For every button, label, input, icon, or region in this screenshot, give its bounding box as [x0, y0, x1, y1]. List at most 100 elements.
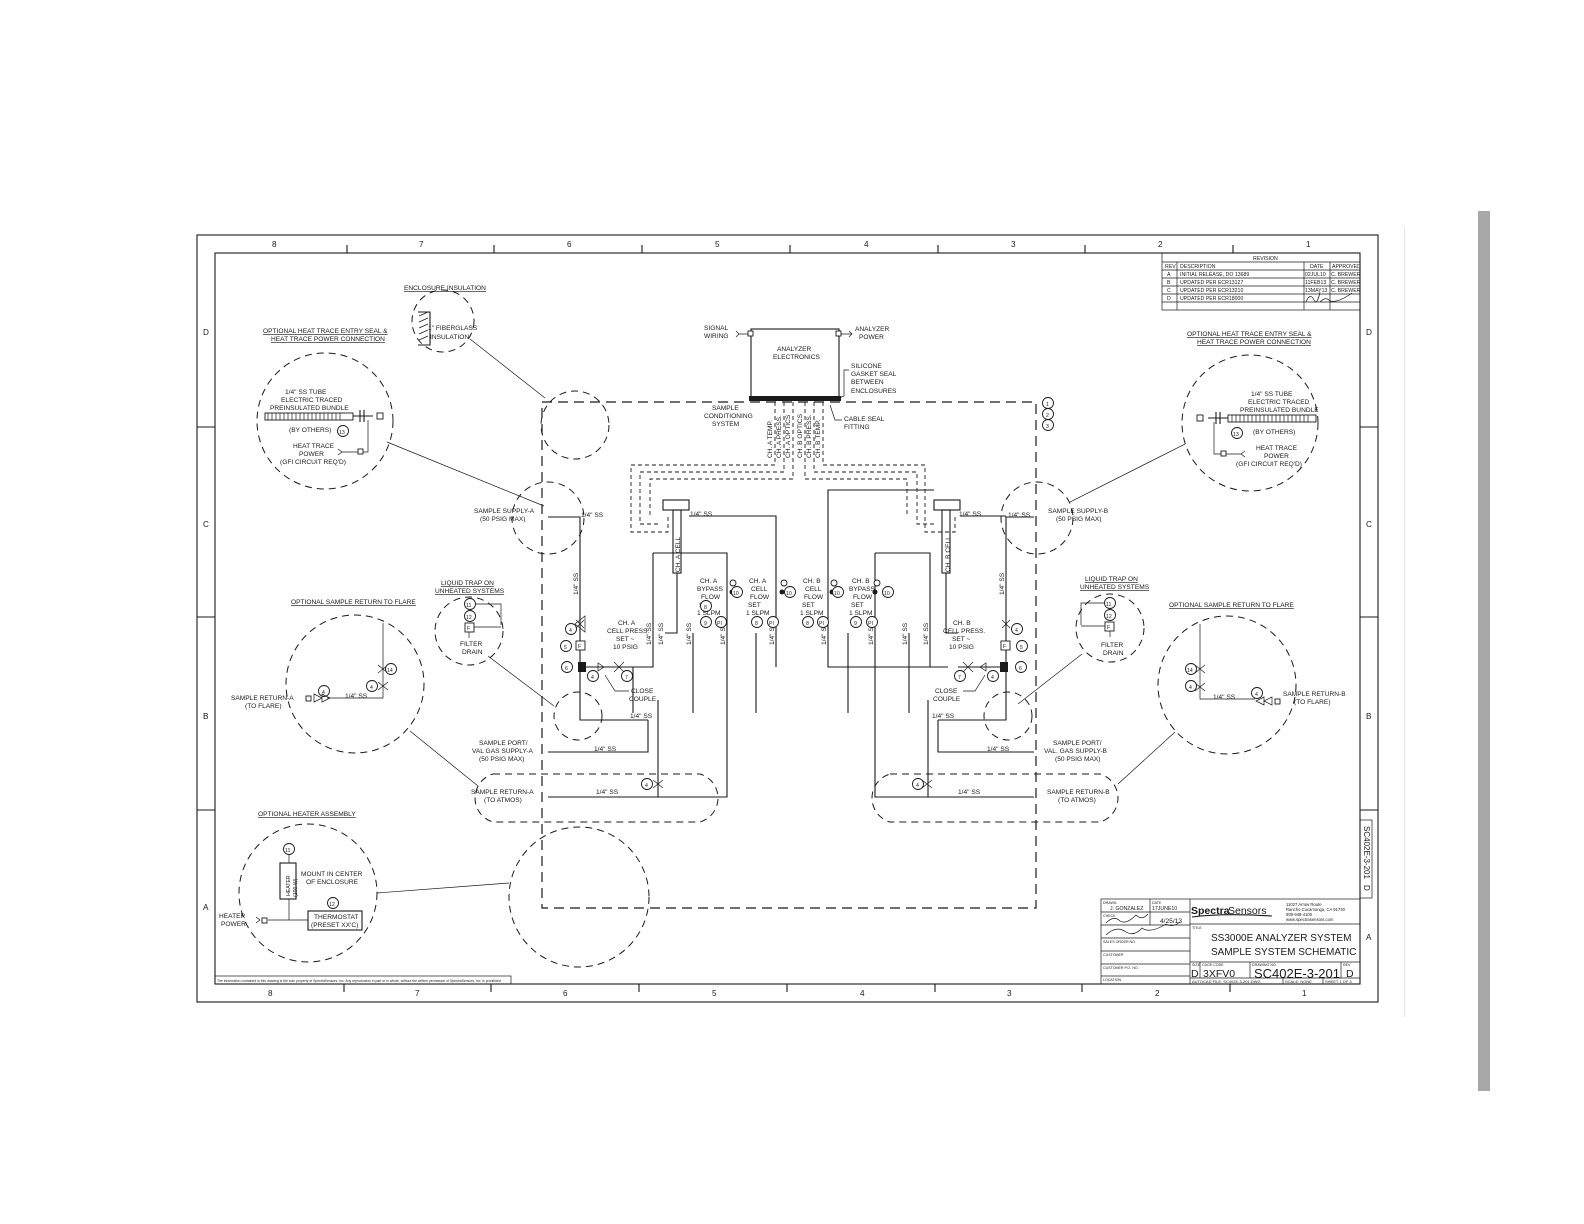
ch-b-cell-head [933, 499, 961, 511]
sales-order-label: SALES ORDER NO. [1103, 940, 1136, 944]
ch-a-cell-flow-set: SET [748, 602, 761, 609]
balloon-a-8: 8 [704, 605, 707, 611]
supply-a-label-2: (50 PSIG MAX) [480, 516, 525, 523]
balloon-a-9: 9 [704, 621, 707, 627]
port-a-label-3: (50 PSIG MAX) [479, 756, 524, 763]
company-name-1: Spectra [1191, 905, 1230, 917]
scs-label-1: SAMPLE [712, 405, 739, 412]
signal-wiring-label-2: WIRING [704, 333, 729, 340]
mount-label-1: MOUNT IN CENTER [301, 871, 363, 878]
flare-b-title: OPTIONAL SAMPLE RETURN TO FLARE [1169, 602, 1294, 609]
liquid-trap-a-title-2: UNHEATED SYSTEMS [435, 588, 505, 595]
return-a-label-2: (TO ATMOS) [484, 797, 522, 804]
column-markers-top: 8 7 6 5 4 3 2 1 [272, 240, 1311, 253]
address-line-2: Rancho Cucamonga, CA 91730 [1286, 907, 1346, 912]
balloon-a-10: 10 [733, 591, 739, 597]
trap-b-drain: DRAIN [1103, 650, 1124, 657]
balloon-3: 3 [1046, 424, 1049, 430]
column-markers-bottom: 8 7 6 5 4 3 2 1 [268, 984, 1307, 998]
flare-a-label-2: (TO FLARE) [245, 703, 282, 710]
supply-b-vertical-ss: 1/4" SS [999, 572, 1006, 595]
balloon-4b-flare-a: 4 [322, 690, 325, 696]
analyzer-electronics-box [750, 328, 840, 398]
drawing-no-value: SC402E-3-201 [1254, 966, 1340, 981]
port-a-label-2: VAL GAS SUPPLY-A [472, 748, 533, 755]
heat-trace-left-detail [256, 352, 394, 490]
signal-wiring-label-1: SIGNAL [704, 325, 729, 332]
col-8-top: 8 [272, 240, 277, 249]
revision-title: REVISION [1253, 256, 1278, 262]
balloon-12-trap-b: 12 [1106, 614, 1112, 620]
ch-a-cell-label: CH. A CELL [675, 536, 682, 572]
revision-block: REVISION REV DESCRIPTION DATE APPROVED A… [1161, 252, 1361, 311]
heat-trace-right-title-2: HEAT TRACE POWER CONNECTION [1197, 339, 1311, 346]
checker-signature [1105, 913, 1181, 936]
col-1-top: 1 [1306, 240, 1311, 249]
liquid-trap-a-title-1: LIQUID TRAP ON [441, 580, 494, 587]
balloon-4b-flare-b: 4 [1255, 692, 1258, 698]
scrollbar[interactable] [1478, 211, 1490, 1091]
ch-b-cell-label: CH. B CELL [945, 536, 952, 572]
by-others-right: (BY OTHERS) [1253, 429, 1295, 436]
main-enclosure [541, 401, 1037, 909]
row-d-right: D [1366, 328, 1372, 337]
heat-trace-right-detail [1181, 354, 1319, 492]
ch-b-press-label: CELL PRESS. [943, 628, 985, 635]
rev-c-by: C. BREWER [1331, 288, 1361, 294]
ch-b-couple: COUPLE [933, 696, 961, 703]
trap-a-f: F [467, 626, 470, 632]
col-2-bottom: 2 [1155, 989, 1160, 998]
balloon-4-flare-b: 4 [1189, 685, 1192, 691]
row-d-left: D [203, 328, 209, 337]
ch-a-couple: COUPLE [629, 696, 657, 703]
balloon-12-trap-a: 12 [466, 615, 472, 621]
ch-b-bottom-ss: 1/4" SS [932, 713, 955, 720]
heat-trace-right-title-1: OPTIONAL HEAT TRACE ENTRY SEAL & [1187, 331, 1312, 338]
ch-b-bypass-flow: FLOW [853, 594, 873, 601]
company-name-2: Sensors [1228, 905, 1267, 917]
drawing-title-2: SAMPLE SYSTEM SCHEMATIC [1211, 947, 1356, 958]
flare-b-label-1: SAMPLE RETURN-B [1283, 691, 1346, 698]
date-label: DATE [1152, 901, 1162, 905]
balloon-1: 1 [1046, 402, 1049, 408]
detail-circle-insulation [540, 390, 610, 460]
ch-b-close: CLOSE [935, 688, 958, 695]
revision-signature [1305, 291, 1353, 303]
ch-a-press-title: CH. A [618, 620, 636, 627]
ch-b-bypass-label: BYPASS [849, 586, 876, 593]
wire-ch-a-optics: CH. A OPTICS [785, 414, 792, 458]
ss-a2: 1/4" SS [686, 622, 693, 645]
rev-c: C [1167, 288, 1171, 294]
trap-b-f: F [1107, 625, 1110, 631]
supply-b-label-2: (50 PSIG MAX) [1056, 516, 1101, 523]
silicone-label-4: ENCLOSURES [851, 388, 897, 395]
col-4-top: 4 [864, 240, 869, 249]
wire-ch-b-temp: CH. B TEMP. [815, 419, 822, 458]
supply-a-ss: 1/4" SS [581, 512, 604, 519]
balloon-a-7: 7 [625, 675, 628, 681]
flare-a-detail [285, 614, 425, 754]
rev-a-desc: INITIAL RELEASE, DO 13689 [1180, 272, 1249, 278]
drawn-label: DRAWN [1103, 901, 1117, 905]
heater-power-label-2: POWER [221, 921, 246, 928]
supply-b-ss: 1/4" SS [1008, 512, 1031, 519]
col-3-top: 3 [1011, 240, 1016, 249]
fiberglass-label-2: INSULATION [430, 334, 469, 341]
balloon-b-6: 6 [1019, 666, 1022, 672]
drawing-title-1: SS3000E ANALYZER SYSTEM [1211, 933, 1351, 944]
signal-wiring-bundle [630, 402, 956, 533]
port-b-label-2: VAL. GAS SUPPLY-B [1044, 748, 1108, 755]
balloon-12-heater: 12 [329, 902, 335, 908]
flare-b-detail [1157, 615, 1297, 755]
ss-b2: 1/4" SS [868, 622, 875, 645]
heater-element [279, 862, 297, 900]
ss-b3: 1/4" SS [902, 622, 909, 645]
pi-b-1: PI [819, 621, 824, 627]
liquid-trap-b-title-2: UNHEATED SYSTEMS [1080, 584, 1150, 591]
balloon-11-trap-a: 11 [466, 603, 471, 609]
side-rev: D [1362, 885, 1371, 891]
rev-a: A [1167, 272, 1171, 278]
ch-a-cell-head [662, 499, 690, 511]
ch-a-bypass-flow: FLOW [701, 594, 721, 601]
ch-b-cell-flow-slpm: 1 SLPM [800, 610, 823, 617]
